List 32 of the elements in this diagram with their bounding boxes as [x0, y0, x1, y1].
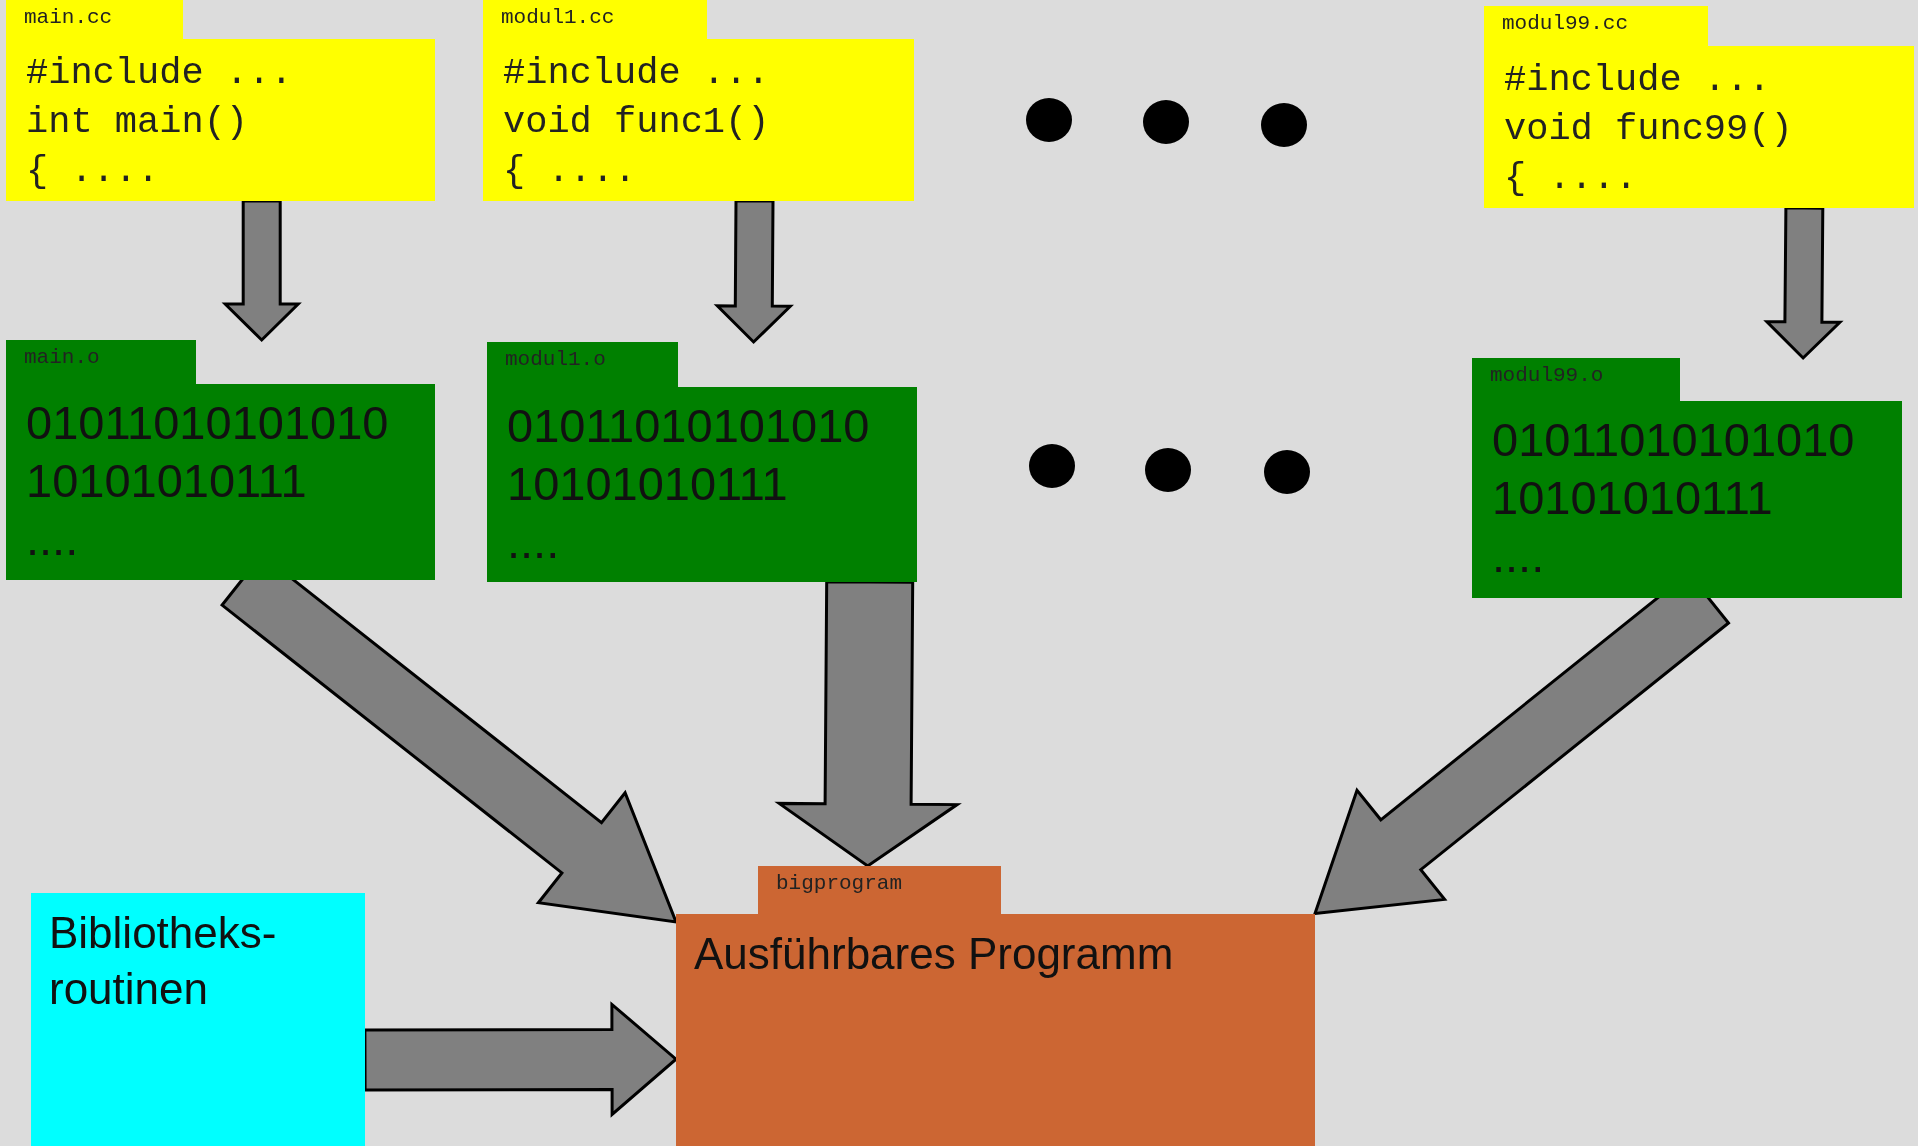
code-line: int main()	[26, 100, 250, 145]
file-name: main.o	[24, 346, 100, 369]
binary-line: 01011010101010	[26, 395, 390, 451]
code-line: { ....	[26, 149, 161, 194]
binary-line: 10101010111	[26, 453, 308, 509]
block-arrow	[713, 199, 794, 345]
file-name: modul1.cc	[501, 6, 615, 29]
binary-line: 01011010101010	[1492, 412, 1856, 468]
block-arrow	[1763, 206, 1844, 361]
binary-line: ....	[1492, 528, 1546, 584]
file-name: bigprogram	[776, 872, 903, 895]
binary-line: 10101010111	[507, 456, 789, 512]
code-line: { ....	[1504, 156, 1639, 201]
file-name: modul99.o	[1490, 364, 1604, 387]
block-arrow	[774, 580, 962, 868]
code-line: void func1()	[503, 100, 771, 145]
block-arrow	[221, 199, 302, 343]
box-text: Bibliotheks- routinen	[49, 907, 278, 1015]
code-line: #include ...	[26, 51, 294, 96]
code-line: { ....	[503, 149, 638, 194]
file-name: modul1.o	[505, 348, 606, 371]
binary-line: 10101010111	[1492, 470, 1774, 526]
code-line: #include ...	[503, 51, 771, 96]
code-line: #include ...	[1504, 58, 1772, 103]
box-text: Ausführbares Programm	[694, 928, 1175, 980]
file-name: modul99.cc	[1502, 12, 1629, 35]
code-line: void func99()	[1504, 107, 1794, 152]
binary-line: ....	[26, 511, 80, 567]
binary-line: 01011010101010	[507, 398, 871, 454]
file-name: main.cc	[24, 6, 113, 29]
block-arrow	[363, 1001, 679, 1118]
binary-line: ....	[507, 514, 561, 570]
